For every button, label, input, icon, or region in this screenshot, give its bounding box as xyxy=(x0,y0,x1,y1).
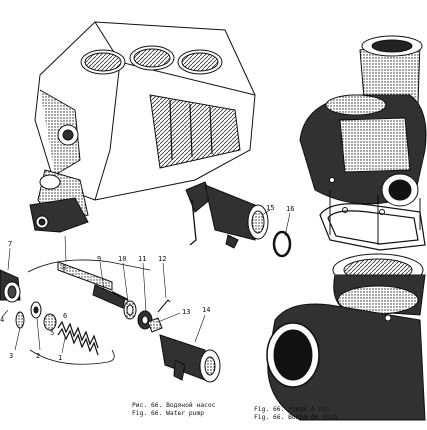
callout-14: 14 xyxy=(202,306,210,314)
pump-body-lower-drawing xyxy=(266,253,426,421)
gasket-drawing xyxy=(319,203,426,251)
fitting-14-drawing xyxy=(159,334,221,383)
caption-spanish: Fig. 66. Bomba de agua xyxy=(254,414,338,421)
caption-russian: Рис. 66. Водяной насос xyxy=(132,402,216,409)
callout-13: 13 xyxy=(182,308,190,316)
spring-1-drawing xyxy=(57,320,99,356)
seals-10-11-drawing xyxy=(123,300,153,330)
leader-lines xyxy=(1,209,291,354)
callout-4: 4 xyxy=(0,316,4,324)
callout-11: 11 xyxy=(138,255,146,263)
bolts-drawing xyxy=(329,190,421,245)
callout-10: 10 xyxy=(118,255,126,263)
callout-5: 5 xyxy=(50,329,54,337)
engine-block-drawing xyxy=(29,21,256,233)
caption-right: Fig. 66. Pompe à eau Fig. 66. Bomba de a… xyxy=(254,406,337,422)
caption-french: Fig. 66. Pompe à eau xyxy=(254,406,330,413)
callout-3: 3 xyxy=(9,352,13,360)
washers-2-3-5-drawing xyxy=(15,301,57,331)
callout-15: 15 xyxy=(266,204,274,212)
shaft-8-9-drawing xyxy=(57,261,129,309)
callout-1: 1 xyxy=(58,354,62,362)
fitting-15-drawing xyxy=(185,181,269,249)
caption-english: Fig. 66. Water pump xyxy=(132,410,205,417)
pump-housing-upper-drawing xyxy=(299,35,427,215)
pin-12-drawing xyxy=(157,299,171,313)
callout-12: 12 xyxy=(158,255,166,263)
callout-6: 6 xyxy=(63,312,67,320)
callout-16: 16 xyxy=(286,205,294,213)
callout-7: 7 xyxy=(8,240,12,248)
callout-9: 9 xyxy=(97,255,101,263)
callout-8: 8 xyxy=(62,264,66,272)
caption-left: Рис. 66. Водяной насос Fig. 66. Water pu… xyxy=(132,402,215,418)
washer-16-drawing xyxy=(272,230,292,258)
nozzle-7-drawing xyxy=(0,269,21,303)
callout-2: 2 xyxy=(36,352,40,360)
callout-labels: 1 2 3 4 5 6 7 8 9 10 11 12 13 14 15 16 xyxy=(0,204,294,362)
loop-outline xyxy=(27,259,151,365)
